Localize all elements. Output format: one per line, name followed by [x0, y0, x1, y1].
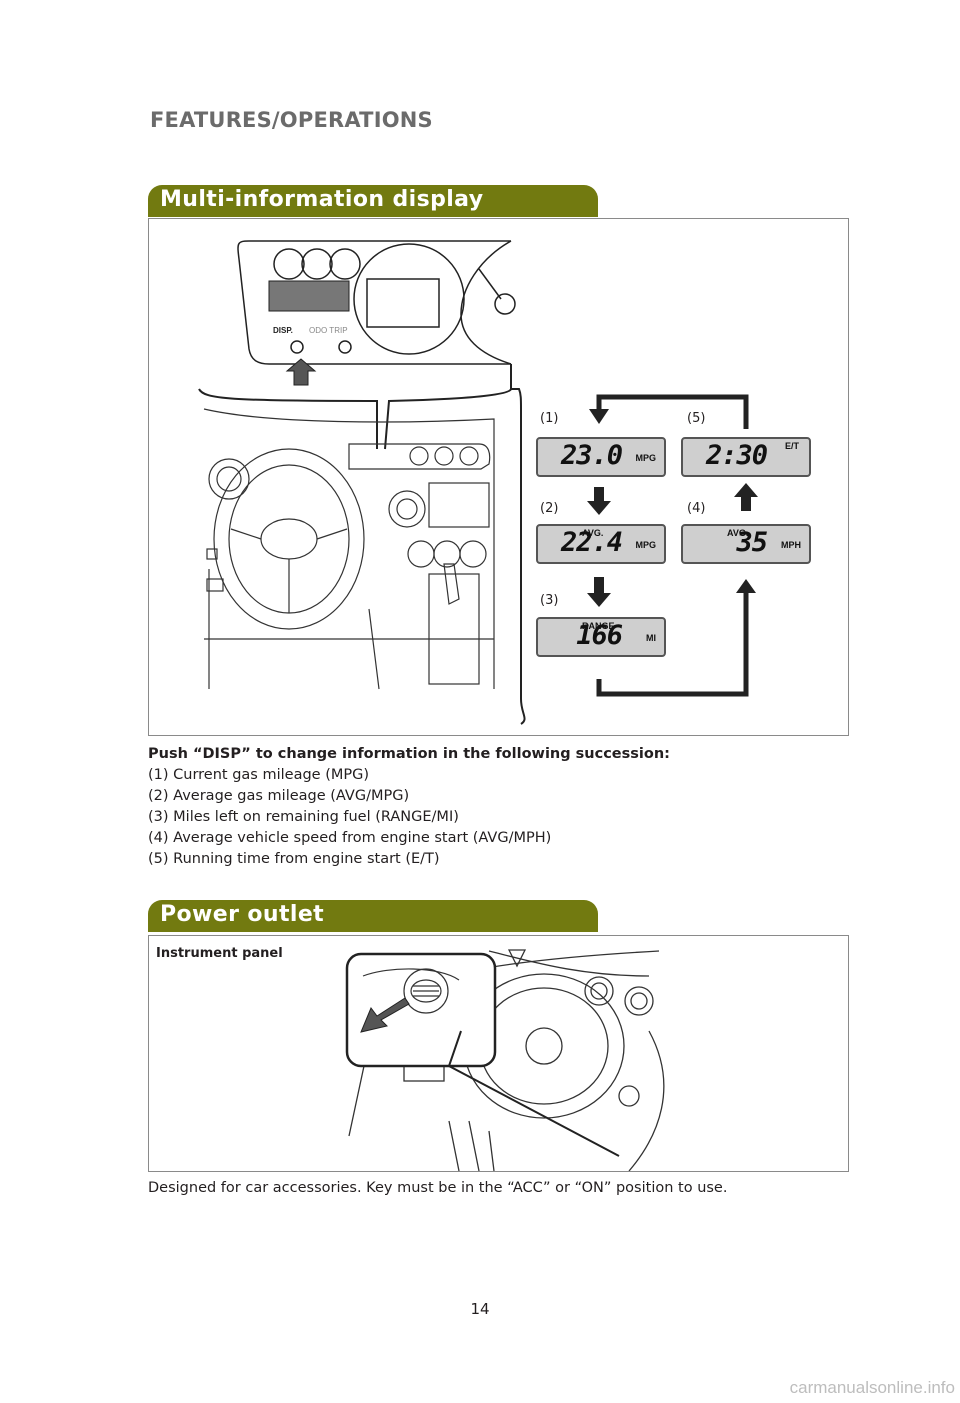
lcd-value: 35: [736, 527, 768, 558]
mid-list-item: (1) Current gas mileage (MPG): [148, 767, 369, 783]
lcd-top-label: RANGE: [582, 621, 615, 631]
lcd-value: 2:30: [705, 440, 768, 471]
step-number: (3): [540, 593, 559, 608]
lcd-top-label: E/T: [784, 441, 799, 451]
power-outlet-illustration: [345, 949, 665, 1171]
lcd-unit: MPG: [635, 453, 656, 463]
lcd-display: AVG. 35 MPH: [681, 524, 811, 564]
lcd-unit: MPH: [781, 540, 801, 550]
lcd-display: RANGE 166 MI: [536, 617, 666, 657]
mid-list-item: (2) Average gas mileage (AVG/MPG): [148, 788, 410, 804]
lcd-unit: MI: [646, 633, 656, 643]
dashboard-illustration: DISP. ODO TRIP: [198, 240, 758, 725]
lcd-display: AVG. 22.4 MPG: [536, 524, 666, 564]
mid-list-item: (3) Miles left on remaining fuel (RANGE/…: [148, 809, 459, 825]
mid-description: Push “DISP” to change information in the…: [148, 744, 670, 870]
mid-section-banner: Multi-information display: [148, 185, 598, 217]
step-number: (2): [540, 501, 559, 516]
odo-button-label: ODO TRIP: [309, 326, 348, 335]
outlet-description: Designed for car accessories. Key must b…: [148, 1180, 728, 1196]
page-number: 14: [470, 1300, 490, 1318]
outlet-figure-frame: [148, 935, 849, 1172]
lcd-unit: MPG: [635, 540, 656, 550]
lcd-value: 22.4: [560, 527, 623, 558]
mid-list-item: (5) Running time from engine start (E/T): [148, 851, 440, 867]
step-number: (1): [540, 411, 559, 426]
instrument-panel-caption: Instrument panel: [156, 946, 283, 961]
mid-list-item: (4) Average vehicle speed from engine st…: [148, 830, 552, 846]
power-outlet-banner: Power outlet: [148, 900, 598, 932]
lcd-display: 23.0 MPG: [536, 437, 666, 477]
lcd-top-label: AVG.: [582, 528, 604, 538]
step-number: (5): [687, 411, 706, 426]
step-number: (4): [687, 501, 706, 516]
watermark: carmanualsonline.info: [789, 1378, 955, 1397]
mid-intro: Push “DISP” to change information in the…: [148, 746, 670, 762]
lcd-value: 23.0: [560, 440, 623, 471]
lcd-top-label: AVG.: [727, 528, 749, 538]
mid-figure-frame: DISP. ODO TRIP: [148, 218, 849, 736]
section-label: FEATURES/OPERATIONS: [150, 108, 433, 132]
lcd-display: E/T 2:30: [681, 437, 811, 477]
lcd-value: 166: [576, 620, 623, 651]
disp-button-label: DISP.: [273, 326, 293, 335]
